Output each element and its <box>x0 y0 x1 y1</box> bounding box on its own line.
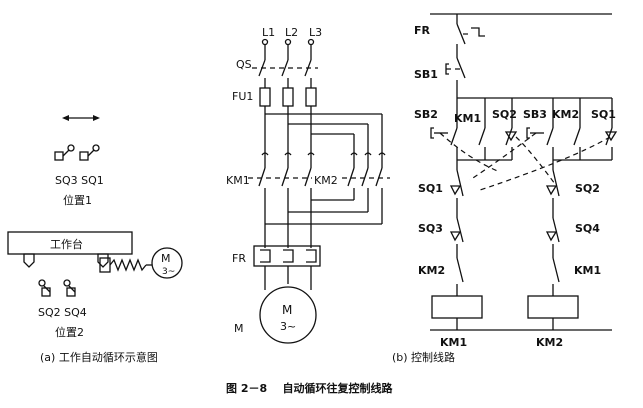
workbench-label: 工作台 <box>50 237 83 251</box>
double-arrow-icon <box>62 115 100 121</box>
fr-main-label: FR <box>232 252 246 265</box>
sq3-label: SQ3 <box>418 222 443 235</box>
main-motor-sub: 3~ <box>280 320 296 333</box>
right-stopper-icon <box>97 253 109 268</box>
limit-switch-sq3-icon <box>54 144 75 161</box>
panel-a-cycle-diagram: SQ3 SQ1 位置1 工作台 M 3~ SQ2 <box>7 115 183 364</box>
coil-km2 <box>527 295 579 319</box>
coil-km1 <box>431 295 483 319</box>
panel-a-motor-letter: M <box>161 252 171 265</box>
phase-l3-label: L3 <box>309 26 322 39</box>
fu1-label: FU1 <box>232 90 253 103</box>
limit-switch-sq1-icon <box>79 144 100 161</box>
panel-a-motor-icon: M 3~ <box>151 247 183 279</box>
limit-switch-sq4-icon <box>63 279 76 297</box>
panel-a-motor-sub: 3~ <box>162 267 175 277</box>
qs-label: QS <box>236 58 252 71</box>
km1-interlock-label: KM1 <box>574 264 601 277</box>
phase-l2-label: L2 <box>285 26 298 39</box>
phase-l1-label: L1 <box>262 26 275 39</box>
coil-km2-label: KM2 <box>536 336 563 349</box>
position-2-label: 位置2 <box>55 325 84 339</box>
km1-hold-label: KM1 <box>454 112 481 125</box>
km2-main-label: KM2 <box>314 174 338 187</box>
position-1-label: 位置1 <box>63 193 92 207</box>
sq4-label: SQ4 <box>575 222 600 235</box>
main-motor-letter: M <box>282 303 292 317</box>
fuse-l3-icon <box>305 87 317 107</box>
workbench <box>7 231 133 255</box>
motor-m-label: M <box>234 322 244 335</box>
sb2-label: SB2 <box>414 108 438 121</box>
km2-hold-label: KM2 <box>552 108 579 121</box>
sq1-nc-label: SQ1 <box>418 182 443 195</box>
panel-b-caption: (b) 控制线路 <box>392 350 455 364</box>
limit-switch-sq2-icon <box>38 279 51 297</box>
fr-control-label: FR <box>414 24 431 37</box>
thermal-relay-box <box>253 245 321 267</box>
sq1-top-label: SQ1 <box>591 108 616 121</box>
km1-main-label: KM1 <box>226 174 250 187</box>
switches-bottom-label: SQ2 SQ4 <box>38 306 87 319</box>
control-circuit: FR SB1 SB2 KM1 SQ2 SB3 KM <box>392 13 618 364</box>
left-stopper-icon <box>23 253 35 268</box>
coil-km1-label: KM1 <box>440 336 467 349</box>
fuse-l2-icon <box>282 87 294 107</box>
sq2-nc-label: SQ2 <box>575 182 600 195</box>
km2-interlock-label: KM2 <box>418 264 445 277</box>
figure-caption: 图 2－8 自动循环往复控制线路 <box>226 381 393 395</box>
main-motor-icon: M 3~ <box>259 286 317 344</box>
sq2-top-label: SQ2 <box>492 108 517 121</box>
panel-a-caption: (a) 工作自动循环示意图 <box>40 350 158 364</box>
fuse-l1-icon <box>259 87 271 107</box>
main-circuit: L1 L2 L3 QS FU1 KM1 <box>226 26 390 344</box>
lead-screw-icon <box>99 257 152 273</box>
sb3-label: SB3 <box>523 108 547 121</box>
switches-top-label: SQ3 SQ1 <box>55 174 104 187</box>
sb1-label: SB1 <box>414 68 438 81</box>
